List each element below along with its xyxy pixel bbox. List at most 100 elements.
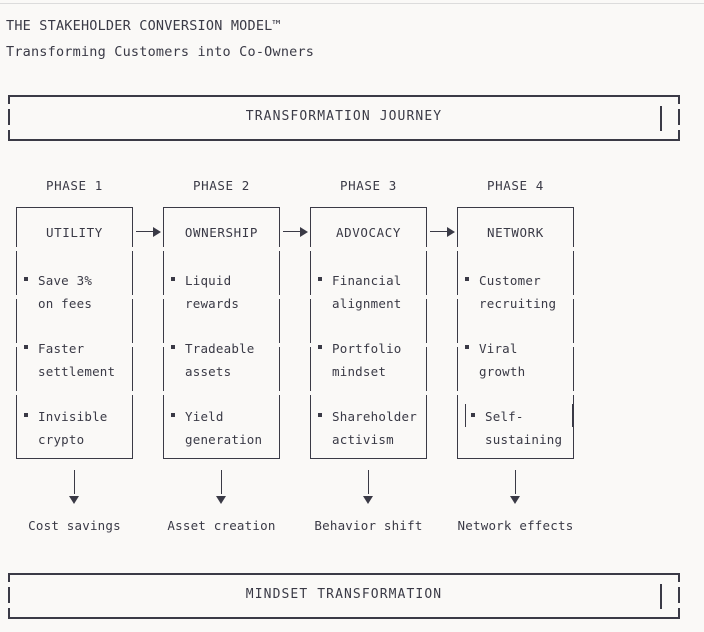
- list-item-label: Financial alignment: [332, 273, 402, 311]
- list-item-label: Tradeable assets: [185, 341, 255, 379]
- card-notch: [16, 343, 18, 347]
- card-notch: [310, 391, 312, 395]
- arrow-shaft: [136, 231, 155, 233]
- arrow-right-icon: [300, 227, 308, 237]
- arrow-down-icon: [69, 496, 79, 504]
- card-notch: [16, 391, 18, 395]
- card-notch: [131, 295, 133, 299]
- bullet-icon: [471, 413, 475, 417]
- card-notch: [457, 343, 459, 347]
- banner-notch: [8, 603, 12, 608]
- list-item-label: Self- sustaining: [485, 409, 563, 447]
- card-title: ADVOCACY: [335, 225, 401, 240]
- banner-notch: [8, 104, 12, 109]
- banner-border: [8, 95, 680, 141]
- card-notch: [16, 295, 18, 299]
- page-subtitle: Transforming Customers into Co-Owners: [6, 44, 315, 60]
- phase-card-advocacy[interactable]: ADVOCACY Financial alignment Portfolio m…: [310, 207, 427, 459]
- banner-tick-mark: [660, 584, 662, 609]
- banner-notch: [8, 582, 12, 587]
- phase-label-2: PHASE 2: [193, 178, 250, 193]
- list-item-label: Shareholder activism: [332, 409, 417, 447]
- list-item: Financial alignment: [318, 269, 425, 315]
- card-border: [163, 207, 280, 459]
- banner-label: TRANSFORMATION JOURNEY: [245, 109, 443, 124]
- card-notch: [163, 247, 165, 251]
- phase-connector-arrow-1: [134, 225, 164, 239]
- list-item: Save 3% on fees: [24, 269, 131, 315]
- outcome-stem: [74, 470, 76, 494]
- phase-label-1: PHASE 1: [46, 178, 103, 193]
- card-notch: [310, 247, 312, 251]
- list-item: Faster settlement: [24, 337, 131, 383]
- card-notch: [278, 247, 280, 251]
- list-item: Invisible crypto: [24, 405, 131, 451]
- list-item-label: Invisible crypto: [38, 409, 108, 447]
- card-notch: [425, 391, 427, 395]
- phase-card-ownership[interactable]: OWNERSHIP Liquid rewards Tradeable asset…: [163, 207, 280, 459]
- arrow-down-icon: [216, 496, 226, 504]
- card-notch: [425, 295, 427, 299]
- banner-notch: [676, 582, 680, 587]
- list-item-label: Yield generation: [185, 409, 263, 447]
- card-notch: [131, 343, 133, 347]
- phase-label-3: PHASE 3: [340, 178, 397, 193]
- arrow-right-icon: [447, 227, 455, 237]
- card-notch: [572, 295, 574, 299]
- bullet-icon: [465, 277, 469, 281]
- bullet-icon: [171, 277, 175, 281]
- list-item-label: Save 3% on fees: [38, 273, 93, 311]
- card-border: [310, 207, 427, 459]
- phase-connector-arrow-3: [428, 225, 458, 239]
- bullet-icon: [318, 345, 322, 349]
- bullet-icon: [171, 413, 175, 417]
- bullet-icon: [465, 345, 469, 349]
- card-notch: [278, 391, 280, 395]
- arrow-shaft: [283, 231, 302, 233]
- bullet-icon: [171, 345, 175, 349]
- outcome-stem: [368, 470, 370, 494]
- card-inner-rule: [572, 404, 574, 427]
- card-title: OWNERSHIP: [184, 225, 259, 240]
- phase-card-utility[interactable]: UTILITY Save 3% on fees Faster settlemen…: [16, 207, 133, 459]
- card-notch: [131, 391, 133, 395]
- list-item: Shareholder activism: [318, 405, 425, 451]
- phase-connector-arrow-2: [281, 225, 311, 239]
- bullet-icon: [318, 413, 322, 417]
- outcome-label: Behavior shift: [314, 518, 423, 533]
- card-item-list: Financial alignment Portfolio mindset Sh…: [318, 269, 425, 473]
- card-item-list: Liquid rewards Tradeable assets Yield ge…: [171, 269, 278, 473]
- bullet-icon: [24, 277, 28, 281]
- card-item-list: Customer recruiting Viral growth Self- s…: [465, 269, 572, 473]
- transformation-journey-banner: TRANSFORMATION JOURNEY: [8, 95, 680, 141]
- card-item-list: Save 3% on fees Faster settlement Invisi…: [24, 269, 131, 473]
- list-item: Yield generation: [171, 405, 278, 451]
- banner-label: MINDSET TRANSFORMATION: [245, 587, 443, 602]
- card-title: NETWORK: [487, 225, 544, 240]
- phase-label-row: PHASE 1 PHASE 2 PHASE 3 PHASE 4: [16, 178, 688, 198]
- card-notch: [16, 247, 18, 251]
- arrow-shaft: [430, 231, 449, 233]
- card-notch: [310, 295, 312, 299]
- card-notch: [572, 247, 574, 251]
- list-item: Portfolio mindset: [318, 337, 425, 383]
- page-top-rule: [0, 3, 704, 4]
- card-notch: [310, 343, 312, 347]
- list-item: Customer recruiting: [465, 269, 572, 315]
- card-notch: [278, 343, 280, 347]
- phase-card-network[interactable]: NETWORK Customer recruiting Viral growth…: [457, 207, 574, 459]
- list-item: Viral growth: [465, 337, 572, 383]
- card-notch: [425, 343, 427, 347]
- list-item-label: Portfolio mindset: [332, 341, 402, 379]
- card-notch: [163, 391, 165, 395]
- card-border: [457, 207, 574, 459]
- arrow-down-icon: [363, 496, 373, 504]
- card-notch: [131, 247, 133, 251]
- banner-notch: [676, 603, 680, 608]
- outcome-stem: [515, 470, 517, 494]
- banner-notch: [676, 104, 680, 109]
- card-notch: [425, 247, 427, 251]
- card-notch: [572, 343, 574, 347]
- banner-border: [8, 573, 680, 619]
- card-notch: [163, 343, 165, 347]
